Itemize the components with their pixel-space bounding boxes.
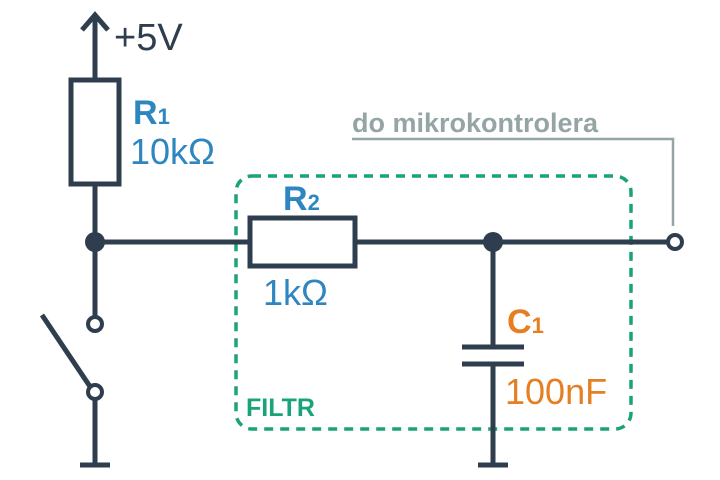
capacitor-c1 bbox=[462, 242, 524, 465]
r1-name-label: R1 bbox=[133, 94, 170, 132]
output-terminal bbox=[666, 233, 684, 251]
resistor-r1 bbox=[68, 77, 122, 187]
c1-name-label: C1 bbox=[507, 303, 544, 341]
output-destination-label: do mikrokontrolera bbox=[352, 108, 599, 138]
r1-value-label: 10kΩ bbox=[130, 131, 215, 172]
c1-value-label: 100nF bbox=[505, 371, 607, 412]
supply-voltage-label: +5V bbox=[114, 17, 183, 59]
switch-icon bbox=[39, 242, 104, 465]
filter-label: FILTR bbox=[246, 394, 315, 422]
filter-region-box bbox=[234, 174, 633, 431]
r2-name-label: R2 bbox=[283, 180, 320, 218]
output-note-leader bbox=[352, 137, 675, 226]
resistor-r2 bbox=[247, 215, 358, 269]
supply-arrow-icon bbox=[80, 11, 110, 80]
r2-value-label: 1kΩ bbox=[263, 272, 328, 313]
